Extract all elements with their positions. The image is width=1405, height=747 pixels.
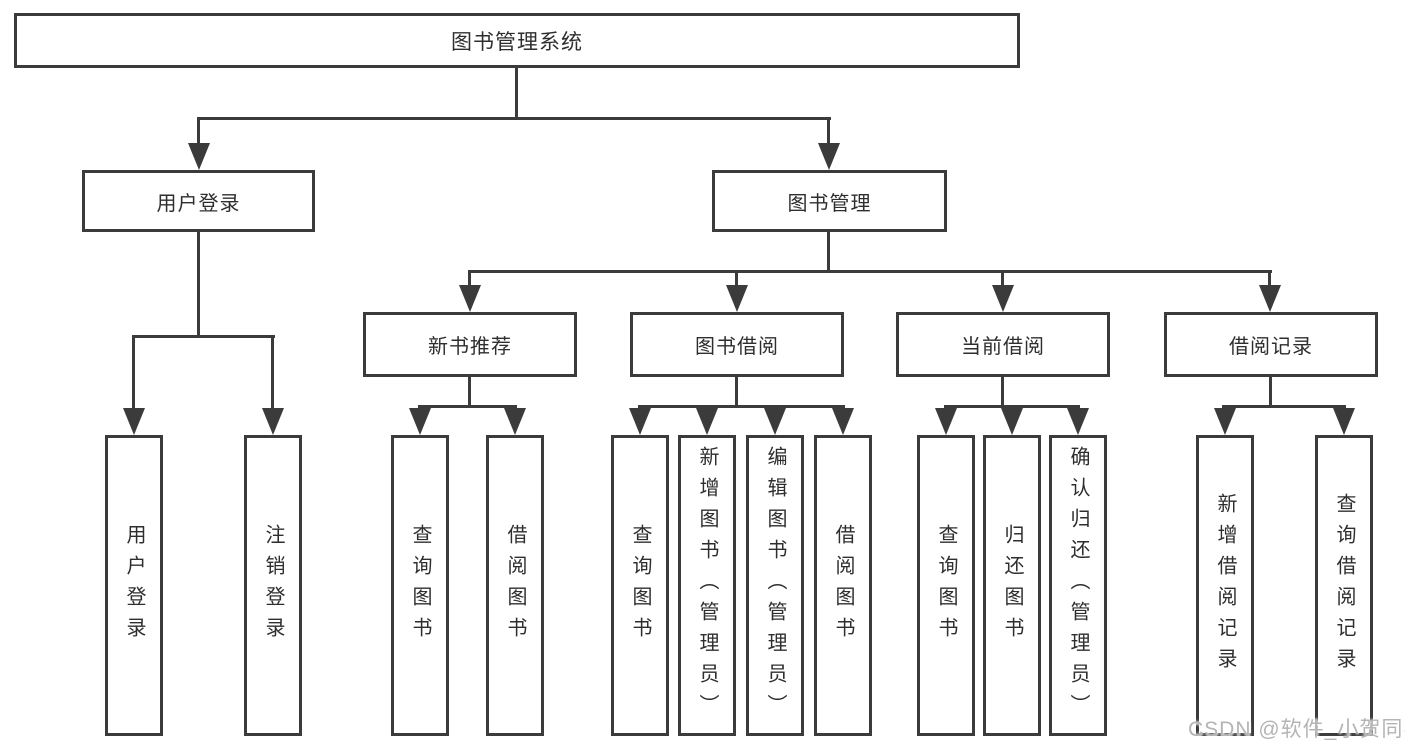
connector-hline [944,405,1080,408]
connector-vline [1001,375,1004,407]
leaf-confirm-return-admin: 确认归还（管理员） [1049,435,1107,736]
arrow-down-icon [459,285,481,312]
leaf-add-book-admin: 新增图书（管理员） [678,435,736,736]
connector-vline [515,67,518,120]
connector-hline [132,335,275,338]
arrow-down-icon [935,408,957,435]
connector-vline [827,117,830,145]
leaf-query-borrow-record: 查询借阅记录 [1315,435,1373,736]
arrow-down-icon [832,408,854,435]
connector-hline [418,405,517,408]
connector-vline [827,230,830,272]
node-borrow-records: 借阅记录 [1164,312,1378,377]
connector-vline [132,335,135,410]
arrow-down-icon [629,408,651,435]
node-new-book-recommend: 新书推荐 [363,312,577,377]
leaf-query-book-borrow: 查询图书 [611,435,669,736]
connector-hline [468,270,1272,273]
csdn-watermark: CSDN @软件_小贺同学 [1188,718,1405,741]
arrow-down-icon [764,408,786,435]
leaf-borrow-book: 借阅图书 [814,435,872,736]
connector-hline [638,405,845,408]
connector-vline [1001,270,1004,287]
arrow-down-icon [1001,408,1023,435]
connector-hline [197,117,831,120]
arrow-down-icon [992,285,1014,312]
connector-hline [1222,405,1346,408]
leaf-return-book: 归还图书 [983,435,1041,736]
leaf-add-borrow-record: 新增借阅记录 [1196,435,1254,736]
leaf-borrow-book-recommend: 借阅图书 [486,435,544,736]
arrow-down-icon [262,408,284,435]
arrow-down-icon [504,408,526,435]
arrow-down-icon [1067,408,1089,435]
arrow-down-icon [1259,285,1281,312]
arrow-down-icon [726,285,748,312]
node-book-management: 图书管理 [712,170,947,232]
leaf-user-login: 用户登录 [105,435,163,736]
leaf-logout: 注销登录 [244,435,302,736]
leaf-edit-book-admin: 编辑图书（管理员） [746,435,804,736]
arrow-down-icon [188,143,210,170]
connector-vline [197,230,200,337]
connector-vline [1269,375,1272,407]
connector-vline [735,270,738,287]
connector-vline [468,375,471,407]
connector-vline [468,270,471,287]
node-current-borrow: 当前借阅 [896,312,1110,377]
node-user-login: 用户登录 [82,170,315,232]
leaf-query-book-current: 查询图书 [917,435,975,736]
node-book-borrow: 图书借阅 [630,312,844,377]
leaf-query-book-recommend: 查询图书 [391,435,449,736]
arrow-down-icon [1214,408,1236,435]
connector-vline [271,335,274,410]
arrow-down-icon [696,408,718,435]
connector-vline [197,117,200,145]
connector-vline [735,375,738,407]
connector-vline [1268,270,1271,287]
arrow-down-icon [123,408,145,435]
node-root: 图书管理系统 [14,13,1020,68]
arrow-down-icon [409,408,431,435]
arrow-down-icon [1333,408,1355,435]
arrow-down-icon [818,143,840,170]
